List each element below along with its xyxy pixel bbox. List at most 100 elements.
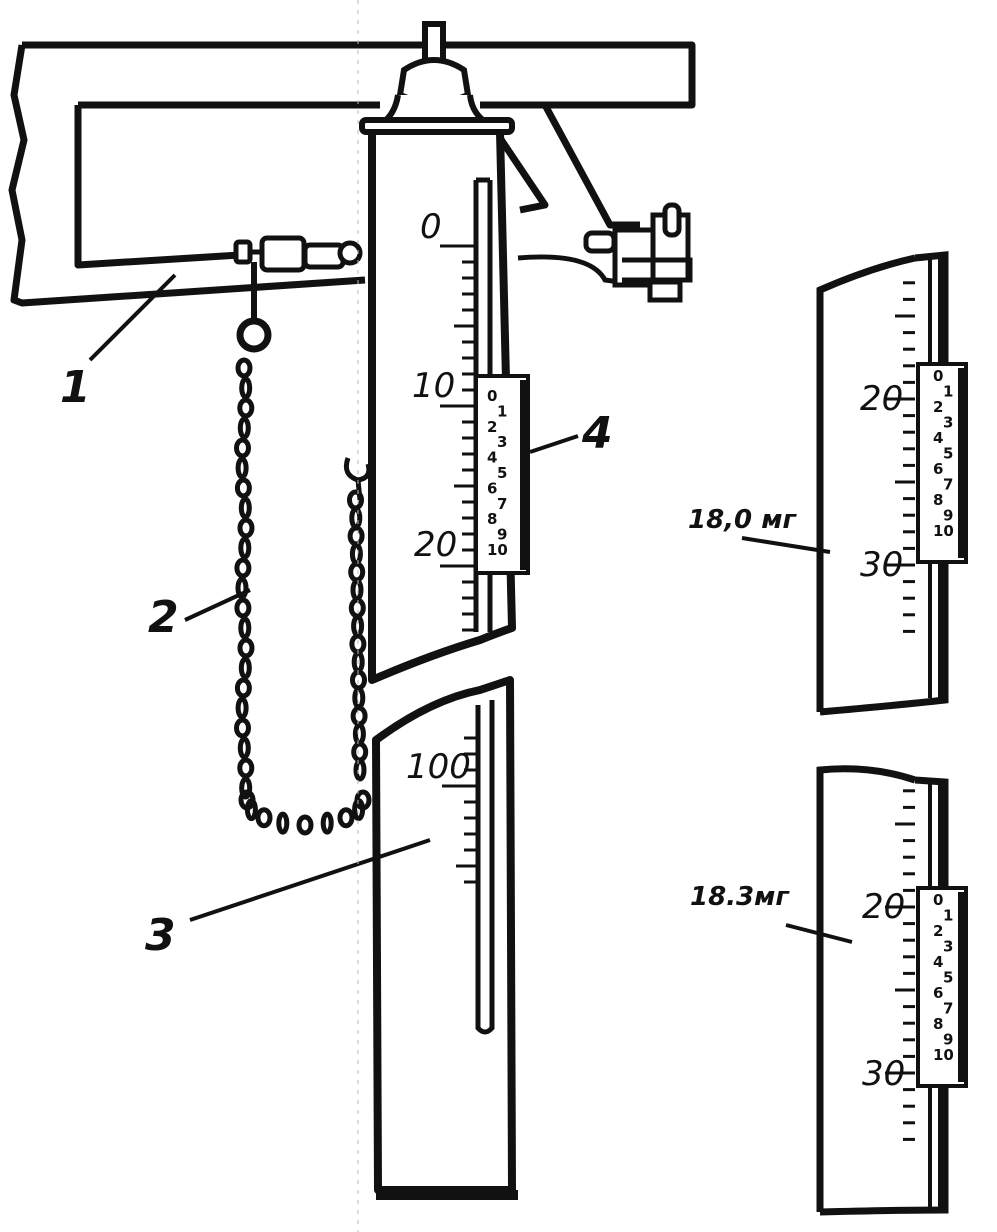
chain-link bbox=[239, 776, 253, 800]
vernier-digit: 9 bbox=[497, 526, 507, 544]
chain bbox=[234, 357, 372, 836]
callout-2: 2 bbox=[148, 592, 179, 643]
vernier-digit: 0 bbox=[487, 387, 497, 405]
detail-vernier-digit: 0 bbox=[933, 891, 943, 909]
detail-vernier-digit: 4 bbox=[933, 429, 943, 447]
main-scale-label-100: 100 bbox=[406, 747, 471, 787]
detail-vernier-digit: 2 bbox=[933, 398, 943, 416]
chain-link bbox=[349, 506, 363, 530]
chain-link bbox=[347, 489, 364, 511]
detail-vernier-digit: 0 bbox=[933, 367, 943, 385]
chain-link bbox=[320, 811, 334, 835]
detail-vernier-digit: 6 bbox=[933, 984, 943, 1002]
vernier-digit: 7 bbox=[497, 495, 507, 513]
detail-vernier-digit: 6 bbox=[933, 460, 943, 478]
chain-link bbox=[238, 536, 252, 560]
chain-link bbox=[347, 525, 365, 547]
chain-link bbox=[237, 736, 251, 760]
chain-link bbox=[350, 578, 364, 602]
vernier-digit: 4 bbox=[487, 449, 497, 467]
chain-link bbox=[234, 477, 252, 499]
detail-vernier-edge bbox=[958, 368, 966, 558]
chain-link bbox=[296, 814, 314, 836]
vernier-digit: 6 bbox=[487, 479, 497, 497]
detail-vernier-digit: 4 bbox=[933, 953, 943, 971]
suspension-knob bbox=[359, 21, 515, 135]
detail-vernier-digit: 2 bbox=[933, 922, 943, 940]
detail-vernier-digit: 8 bbox=[933, 1015, 943, 1033]
chain-link bbox=[237, 517, 255, 539]
tube-slot-lower bbox=[475, 700, 495, 1035]
detail-vernier-edge bbox=[958, 892, 966, 1082]
detail-top-outline bbox=[816, 251, 949, 716]
main-scale-ticks-lower bbox=[442, 736, 478, 884]
detail-vernier-digit: 5 bbox=[943, 969, 953, 987]
chain-link bbox=[234, 437, 251, 459]
chain-link bbox=[239, 376, 253, 400]
callout-1: 1 bbox=[60, 362, 91, 413]
detail-bottom-reading: 18.3мг bbox=[690, 882, 790, 912]
chain-link bbox=[276, 811, 290, 835]
detail-vernier-digit: 10 bbox=[933, 522, 954, 540]
chain-link bbox=[237, 757, 255, 779]
detail-vernier-digit: 3 bbox=[943, 938, 953, 956]
chain-link bbox=[352, 722, 366, 746]
vernier-digit: 5 bbox=[497, 464, 507, 482]
chain-link bbox=[350, 705, 368, 727]
callout-3: 3 bbox=[145, 910, 176, 961]
chain-link bbox=[348, 597, 366, 619]
chain-link bbox=[235, 456, 249, 480]
chain-link bbox=[234, 677, 252, 699]
detail-vernier-digit: 1 bbox=[943, 383, 953, 401]
chain-link bbox=[337, 807, 355, 829]
chain-link bbox=[255, 807, 273, 829]
detail-bottom-label-30: 30 bbox=[862, 1054, 905, 1094]
main-scale-ticks bbox=[440, 244, 476, 632]
vernier-digit: 3 bbox=[497, 433, 507, 451]
vernier-digit: 10 bbox=[487, 541, 508, 559]
detail-vernier-digit: 5 bbox=[943, 445, 953, 463]
balance-beam bbox=[8, 41, 696, 307]
chain-link bbox=[235, 576, 249, 600]
detail-vernier-digit: 9 bbox=[943, 507, 953, 525]
main-scale-label-10: 10 bbox=[412, 366, 455, 406]
chain-link bbox=[348, 561, 366, 583]
chain-link bbox=[354, 789, 372, 811]
detail-vernier-digit: 7 bbox=[943, 1000, 953, 1018]
chain-link bbox=[349, 542, 363, 566]
callout-leaders bbox=[88, 273, 579, 922]
detail-bottom-outline bbox=[816, 765, 949, 1216]
graduated-column bbox=[368, 131, 518, 1200]
detail-top-label-20: 20 bbox=[860, 379, 903, 419]
chain-link bbox=[238, 656, 252, 680]
chain-link bbox=[234, 717, 251, 739]
chain-link bbox=[235, 357, 253, 379]
chain-link bbox=[237, 397, 255, 419]
chain-link bbox=[237, 637, 255, 659]
main-scale-label-0: 0 bbox=[420, 207, 442, 247]
chain-link bbox=[238, 496, 252, 520]
detail-top-reading: 18,0 мг bbox=[688, 505, 797, 535]
detail-bottom-label-20: 20 bbox=[862, 887, 905, 927]
clamp-screw bbox=[517, 202, 693, 303]
chain-link bbox=[352, 686, 366, 710]
detail-vernier-digit: 1 bbox=[943, 907, 953, 925]
detail-vernier-digit: 8 bbox=[933, 491, 943, 509]
chain-link bbox=[234, 597, 252, 619]
detail-vernier-digit: 7 bbox=[943, 476, 953, 494]
chain-link bbox=[237, 416, 251, 440]
detail-vernier-digit: 10 bbox=[933, 1046, 954, 1064]
chain-link bbox=[238, 616, 252, 640]
vernier-digit: 8 bbox=[487, 510, 497, 528]
main-scale-label-20: 20 bbox=[414, 525, 457, 565]
vernier-digit: 1 bbox=[497, 402, 507, 420]
detail-vernier-digit: 9 bbox=[943, 1031, 953, 1049]
detail-vernier-digit: 3 bbox=[943, 414, 953, 432]
chain-link bbox=[235, 696, 249, 720]
chain-link bbox=[351, 741, 369, 763]
chain-link bbox=[353, 758, 367, 782]
chain-coupling bbox=[233, 235, 363, 353]
